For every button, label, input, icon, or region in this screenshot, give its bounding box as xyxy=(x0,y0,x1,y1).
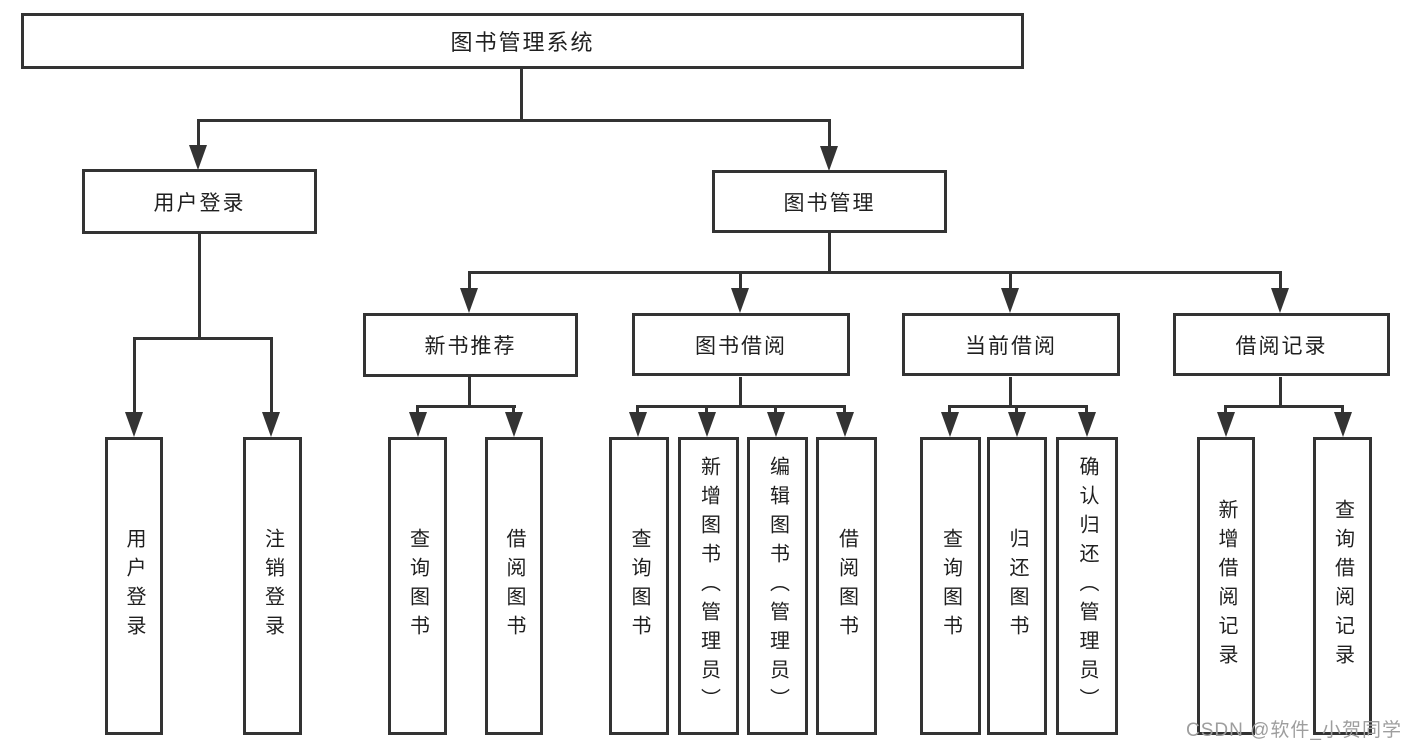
leaf-label: 新增借阅记录 xyxy=(1215,499,1237,673)
arrow-down-icon xyxy=(505,412,523,437)
connector-line xyxy=(468,271,471,291)
node-book-borrowing: 图书借阅 xyxy=(632,313,850,376)
arrow-down-icon xyxy=(1271,288,1289,313)
connector-line xyxy=(1279,377,1282,408)
leaf-label: 查询借阅记录 xyxy=(1331,499,1354,673)
connector-line xyxy=(198,234,201,340)
connector-line xyxy=(270,337,273,417)
leaf-add-borrow-record: 新增借阅记录 xyxy=(1197,437,1255,735)
leaf-edit-books-admin: 编辑图书（管理员） xyxy=(747,437,808,735)
arrow-down-icon xyxy=(1334,412,1352,437)
connector-line xyxy=(468,377,471,408)
leaf-logout: 注销登录 xyxy=(243,437,302,735)
connector-line xyxy=(1009,271,1012,291)
leaf-label: 查询图书 xyxy=(939,528,962,644)
arrow-down-icon xyxy=(820,146,838,171)
leaf-query-books-borrow: 查询图书 xyxy=(609,437,669,735)
arrow-down-icon xyxy=(262,412,280,437)
connector-line xyxy=(948,405,1088,408)
leaf-borrow-books: 借阅图书 xyxy=(816,437,877,735)
arrow-down-icon xyxy=(1078,412,1096,437)
leaf-return-books: 归还图书 xyxy=(987,437,1047,735)
arrow-down-icon xyxy=(1217,412,1235,437)
connector-line xyxy=(636,405,846,408)
leaf-label: 查询图书 xyxy=(628,528,650,644)
node-borrowing-records: 借阅记录 xyxy=(1173,313,1390,376)
node-library-management-system: 图书管理系统 xyxy=(21,13,1024,69)
node-label: 新书推荐 xyxy=(424,335,517,358)
node-current-borrowing: 当前借阅 xyxy=(902,313,1120,376)
leaf-borrow-books-recommend: 借阅图书 xyxy=(485,437,543,735)
arrow-down-icon xyxy=(941,412,959,437)
leaf-label: 注销登录 xyxy=(261,528,284,644)
connector-line xyxy=(739,377,742,408)
arrow-down-icon xyxy=(836,412,854,437)
leaf-add-books-admin: 新增图书（管理员） xyxy=(678,437,739,735)
connector-line xyxy=(416,405,516,408)
leaf-label: 用户登录 xyxy=(123,528,145,644)
leaf-query-borrow-record: 查询借阅记录 xyxy=(1313,437,1372,735)
node-label: 用户登录 xyxy=(153,191,246,215)
arrow-down-icon xyxy=(767,412,785,437)
arrow-down-icon xyxy=(460,288,478,313)
connector-line xyxy=(1279,271,1282,291)
arrow-down-icon xyxy=(189,145,207,170)
connector-line xyxy=(197,119,831,122)
arrow-down-icon xyxy=(409,412,427,437)
leaf-label: 编辑图书（管理员） xyxy=(766,455,789,717)
leaf-confirm-return-admin: 确认归还（管理员） xyxy=(1056,437,1118,735)
arrow-down-icon xyxy=(1008,412,1026,437)
csdn-watermark: CSDN @软件_小贺同学 xyxy=(1186,720,1402,741)
node-label: 当前借阅 xyxy=(965,334,1057,358)
leaf-label: 归还图书 xyxy=(1006,528,1028,644)
connector-line xyxy=(828,233,831,274)
arrow-down-icon xyxy=(629,412,647,437)
connector-line xyxy=(739,271,742,291)
node-label: 借阅记录 xyxy=(1235,334,1328,358)
leaf-user-login: 用户登录 xyxy=(105,437,163,735)
connector-line xyxy=(133,337,136,417)
leaf-label: 借阅图书 xyxy=(835,528,858,644)
connector-line xyxy=(197,119,200,149)
leaf-label: 确认归还（管理员） xyxy=(1076,455,1098,717)
leaf-label: 新增图书（管理员） xyxy=(697,455,720,717)
arrow-down-icon xyxy=(731,288,749,313)
node-label: 图书借阅 xyxy=(695,334,787,358)
leaf-query-books-recommend: 查询图书 xyxy=(388,437,447,735)
arrow-down-icon xyxy=(1001,288,1019,313)
node-label: 图书管理系统 xyxy=(450,30,595,55)
connector-line xyxy=(1224,405,1344,408)
arrow-down-icon xyxy=(698,412,716,437)
node-label: 图书管理 xyxy=(783,191,876,215)
arrow-down-icon xyxy=(125,412,143,437)
leaf-query-books-current: 查询图书 xyxy=(920,437,981,735)
connector-line xyxy=(133,337,273,340)
node-user-login: 用户登录 xyxy=(82,169,317,234)
node-new-book-recommendation: 新书推荐 xyxy=(363,313,578,377)
connector-line xyxy=(520,69,523,122)
node-book-management: 图书管理 xyxy=(712,170,947,233)
connector-line xyxy=(828,119,831,149)
leaf-label: 查询图书 xyxy=(406,528,429,644)
connector-line xyxy=(1009,377,1012,408)
connector-line xyxy=(468,271,1282,274)
leaf-label: 借阅图书 xyxy=(503,528,525,644)
